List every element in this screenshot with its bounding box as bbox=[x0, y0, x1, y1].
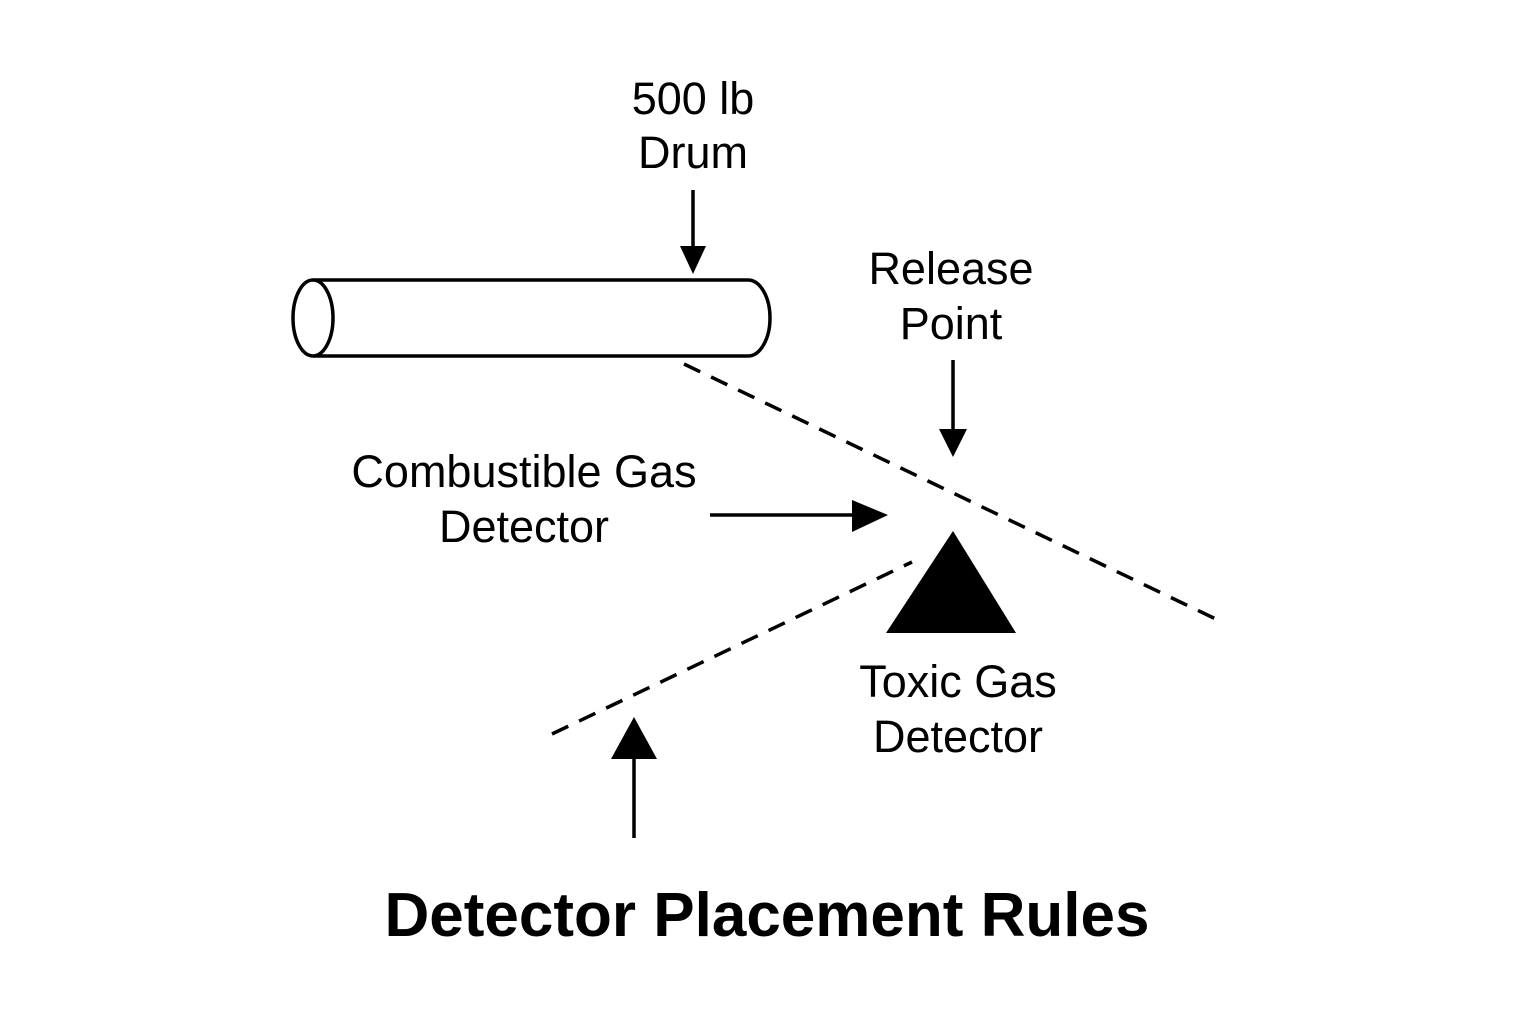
release-point-arrow bbox=[939, 360, 967, 457]
combustible-detector-label-line1: Combustible Gas bbox=[351, 446, 696, 497]
upper-dashed-line bbox=[683, 362, 1223, 624]
combustible-detector-label-line2: Detector bbox=[439, 501, 609, 552]
drum-label-line2: Drum bbox=[638, 127, 748, 178]
drum-cylinder-icon bbox=[291, 278, 772, 358]
lower-dashed-line bbox=[551, 560, 913, 736]
toxic-detector-label-line1: Toxic Gas bbox=[859, 656, 1057, 707]
drum-label-line1: 500 lb bbox=[632, 73, 755, 124]
release-point-label-line1: Release bbox=[868, 243, 1033, 294]
toxic-detector-triangle-icon bbox=[886, 531, 1016, 633]
toxic-detector-label-line2: Detector bbox=[873, 711, 1043, 762]
bottom-up-arrow bbox=[611, 717, 657, 838]
drum-arrow bbox=[680, 190, 706, 274]
release-point-label-line2: Point bbox=[900, 298, 1003, 349]
diagram-title: Detector Placement Rules bbox=[385, 881, 1150, 950]
combustible-detector-arrow bbox=[710, 500, 888, 532]
